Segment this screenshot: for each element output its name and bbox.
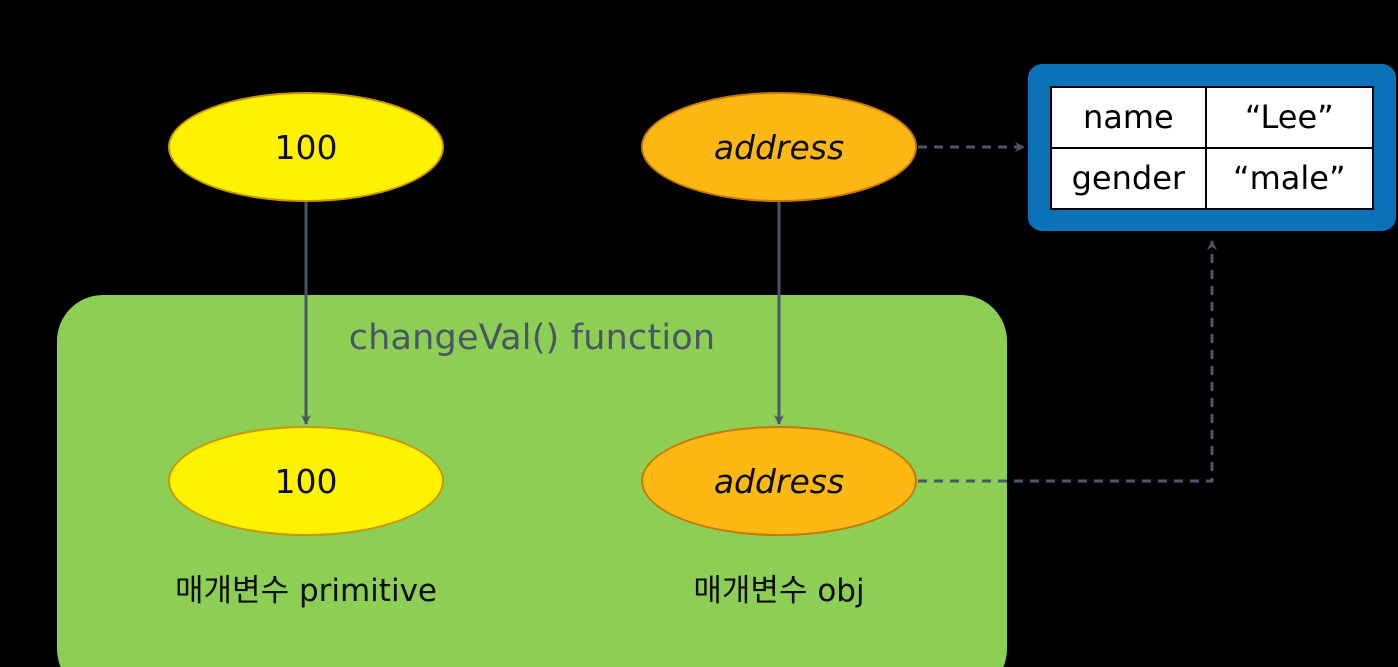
outer-primitive-label: 100 [274,127,338,167]
parameter-object-value: address [641,426,917,536]
parameter-primitive-caption: 매개변수 primitive [175,573,437,609]
outer-object-reference-label: address [713,127,845,167]
object-property-table: name “Lee” gender “male” [1050,86,1375,210]
heap-object-frame: name “Lee” gender “male” [1028,64,1396,231]
parameter-object-caption: 매개변수 obj [693,573,865,609]
parameter-object-label: address [713,461,845,501]
table-row: gender “male” [1050,147,1375,210]
parameter-primitive-label: 100 [274,461,338,501]
outer-primitive-value: 100 [168,92,444,202]
object-key-name: name [1050,86,1207,149]
object-key-gender: gender [1050,147,1207,210]
object-value-gender: “male” [1204,147,1375,210]
function-scope-title: changeVal() function [348,318,716,358]
object-value-name: “Lee” [1204,86,1375,149]
parameter-primitive-value: 100 [168,426,444,536]
table-row: name “Lee” [1050,86,1375,149]
outer-object-reference: address [641,92,917,202]
